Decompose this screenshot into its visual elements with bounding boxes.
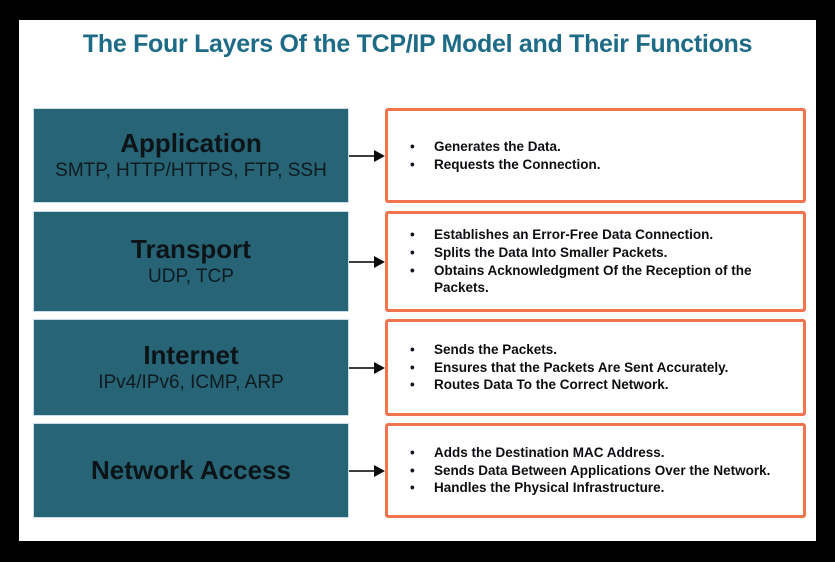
arrow-head — [374, 464, 385, 477]
bullet-icon: • — [410, 156, 415, 172]
functions-box: • Adds the Destination MAC Address. • Sends… — [385, 423, 806, 518]
functions-list: • Sends the Packets. • Ensures that the Pac… — [388, 341, 738, 394]
layer-protocols-label: IPv4/IPv6, ICMP, ARP — [98, 371, 284, 393]
bullet-icon: • — [410, 462, 415, 478]
function-text: Requests the Connection. — [434, 156, 601, 172]
arrow-head — [374, 255, 385, 268]
bullet-icon: • — [410, 244, 415, 260]
function-item: • Establishes an Error-Free Data Connecti… — [408, 226, 786, 244]
function-item: • Obtains Acknowledgment Of the Reception… — [408, 262, 786, 298]
bullet-icon: • — [410, 359, 415, 375]
layer-protocols-label: UDP, TCP — [148, 265, 234, 287]
function-text: Obtains Acknowledgment Of the Reception … — [434, 262, 752, 296]
bullet-icon: • — [410, 480, 415, 496]
functions-list: • Establishes an Error-Free Data Connecti… — [388, 226, 796, 297]
layer-protocols-label: SMTP, HTTP/HTTPS, FTP, SSH — [55, 159, 327, 181]
function-item: • Routes Data To the Correct Network. — [408, 376, 728, 394]
layer-row: Internet IPv4/IPv6, ICMP, ARP • Sends the… — [33, 319, 806, 416]
layer-box: Transport UDP, TCP — [33, 211, 349, 312]
function-item: • Sends the Packets. — [408, 341, 728, 359]
right-arrow-icon — [349, 211, 385, 312]
function-text: Sends the Packets. — [434, 341, 558, 357]
diagram-canvas: The Four Layers Of the TCP/IP Model and … — [19, 20, 816, 541]
function-item: • Sends Data Between Applications Over th… — [408, 462, 770, 480]
function-item: • Requests the Connection. — [408, 156, 601, 174]
arrow-line — [349, 469, 374, 472]
function-item: • Splits the Data Into Smaller Packets. — [408, 244, 786, 262]
functions-list: • Adds the Destination MAC Address. • Sends… — [388, 444, 780, 497]
right-arrow-icon — [349, 319, 385, 416]
bullet-icon: • — [410, 138, 415, 154]
function-text: Sends Data Between Applications Over the… — [434, 462, 771, 478]
arrow-head — [374, 361, 385, 374]
functions-box: • Sends the Packets. • Ensures that the Pac… — [385, 319, 806, 416]
function-text: Adds the Destination MAC Address. — [434, 444, 665, 460]
function-item: • Ensures that the Packets Are Sent Accur… — [408, 359, 728, 377]
layer-name-label: Application — [120, 128, 262, 159]
arrow-line — [349, 366, 374, 369]
functions-list: • Generates the Data. • Requests the Connec… — [388, 138, 611, 174]
layer-row: Application SMTP, HTTP/HTTPS, FTP, SSH •… — [33, 108, 806, 203]
function-text: Handles the Physical Infrastructure. — [434, 480, 665, 496]
function-item: • Generates the Data. — [408, 138, 601, 156]
arrow-line — [349, 154, 374, 157]
right-arrow-icon — [349, 423, 385, 518]
right-arrow-icon — [349, 108, 385, 203]
function-text: Ensures that the Packets Are Sent Accura… — [434, 359, 729, 375]
layer-name-label: Internet — [143, 340, 239, 371]
layer-name-label: Transport — [131, 234, 251, 265]
page-title: The Four Layers Of the TCP/IP Model and … — [82, 30, 753, 58]
layer-box: Internet IPv4/IPv6, ICMP, ARP — [33, 319, 349, 416]
bullet-icon: • — [410, 377, 415, 393]
bullet-icon: • — [410, 444, 415, 460]
layer-row: Network Access • Adds the Destination MAC… — [33, 423, 806, 518]
layers-container: Application SMTP, HTTP/HTTPS, FTP, SSH •… — [33, 108, 806, 518]
function-text: Splits the Data Into Smaller Packets. — [434, 244, 668, 260]
function-text: Routes Data To the Correct Network. — [434, 377, 669, 393]
bullet-icon: • — [410, 341, 415, 357]
arrow-head — [374, 149, 385, 162]
layer-name-label: Network Access — [91, 455, 291, 486]
layer-box: Application SMTP, HTTP/HTTPS, FTP, SSH — [33, 108, 349, 203]
functions-box: • Generates the Data. • Requests the Connec… — [385, 108, 806, 203]
function-item: • Handles the Physical Infrastructure. — [408, 479, 770, 497]
arrow-line — [349, 260, 374, 263]
function-text: Generates the Data. — [434, 138, 561, 154]
function-text: Establishes an Error-Free Data Connectio… — [434, 226, 714, 242]
bullet-icon: • — [410, 262, 415, 278]
layer-row: Transport UDP, TCP • Establishes an Error… — [33, 211, 806, 312]
bullet-icon: • — [410, 226, 415, 242]
functions-box: • Establishes an Error-Free Data Connecti… — [385, 211, 806, 312]
layer-box: Network Access — [33, 423, 349, 518]
function-item: • Adds the Destination MAC Address. — [408, 444, 770, 462]
